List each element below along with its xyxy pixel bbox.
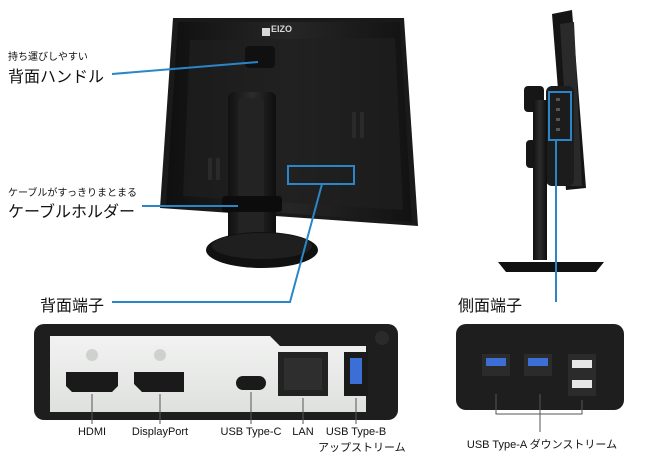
side-ports-highlight xyxy=(548,91,572,141)
eizo-logo-mark xyxy=(262,28,270,36)
hdmi-port-icon xyxy=(66,372,118,392)
cable-note: ケーブルがすっきりまとまる xyxy=(8,188,137,199)
handle-title: 背面ハンドル xyxy=(8,69,105,86)
usb-b-sublabel: アップストリーム xyxy=(318,442,406,454)
rear-port-leaders xyxy=(91,392,357,424)
side-usb-a-label: USB Type-A ダウンストリーム xyxy=(466,439,618,451)
rear-ports-title: 背面端子 xyxy=(40,298,105,315)
usb-c-label: USB Type-C xyxy=(220,426,282,438)
cable-title: ケーブルホルダー xyxy=(8,204,136,221)
usb-a-port-icon xyxy=(524,354,552,376)
callout-lines xyxy=(111,61,557,303)
usb-b-port-icon xyxy=(344,352,368,396)
side-ports-title: 側面端子 xyxy=(458,298,523,315)
lan-port-icon xyxy=(278,352,328,396)
usb-a-port-icon xyxy=(482,354,510,376)
displayport-port-icon xyxy=(134,372,184,392)
usb-c-port-icon xyxy=(236,376,266,390)
eizo-logo-text: EIZO xyxy=(271,24,293,34)
monitor-side-view xyxy=(498,10,604,272)
usb-a-stacked-port-icon xyxy=(568,354,596,396)
monitor-back-view xyxy=(160,18,418,268)
handle-note: 持ち運びしやすい xyxy=(8,52,88,63)
lan-label: LAN xyxy=(292,426,314,438)
usb-b-label: USB Type-B xyxy=(325,426,387,438)
displayport-label: DisplayPort xyxy=(131,426,189,438)
hdmi-label: HDMI xyxy=(77,426,107,438)
